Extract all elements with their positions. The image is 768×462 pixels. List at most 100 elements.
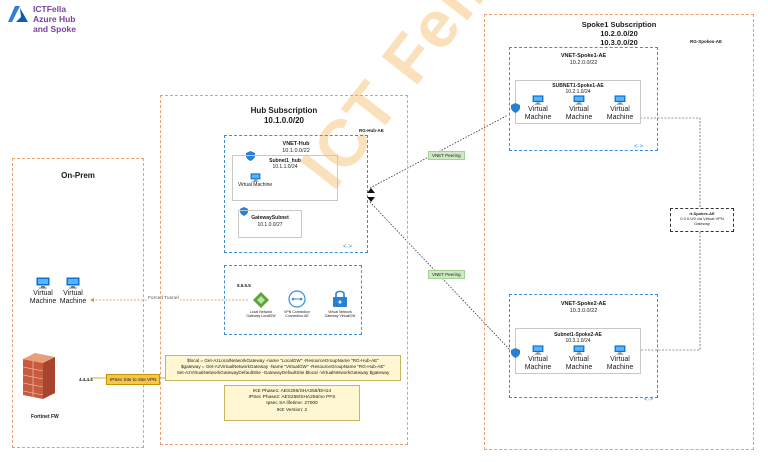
virtual-machine-icon <box>573 95 585 105</box>
spoke1-vm-1[interactable]: Virtual Machine <box>518 95 558 122</box>
spoke1-vm-3-label: Virtual Machine <box>606 106 634 121</box>
route-table-box: rt-Spokes-AE 0.0.0.0/0 via Virtual VPN G… <box>670 208 734 232</box>
spoke2-vm-1[interactable]: Virtual Machine <box>518 345 558 372</box>
spoke1-vm-2-label: Virtual Machine <box>565 106 593 121</box>
onprem-public-ip: 4.4.4.4 <box>79 377 93 382</box>
virtual-network-gateway-icon[interactable] <box>333 290 347 307</box>
logo-line-1: ICTFella <box>33 4 67 14</box>
spoke1-vm-2[interactable]: Virtual Machine <box>559 95 599 122</box>
hub-subscription-box: Hub Subscription 10.1.0.0/20 RG-Hub-AE <box>160 95 408 445</box>
ipsec-vpn-label: IPSec Site to Site VPN <box>106 374 161 385</box>
vnet-spoke2-peering-icon: <·> <box>644 397 654 403</box>
vnet-spoke1-title: VNET-Spoke1-AE 10.2.0.0/22 <box>510 53 657 67</box>
ike-line-3: Ipsec SA lifetime: 27000 <box>266 401 318 407</box>
subnet-hub-box: Subnet1_hub 10.1.1.0/24 Virtual Machine <box>232 155 338 201</box>
hub-title-line-1: Hub Subscription <box>250 106 318 115</box>
onprem-title: On-Prem <box>61 171 95 180</box>
vnet-peering-label-2: VNET Peering <box>428 270 465 279</box>
gateway-subnet-box: GatewaySubnet 10.1.0.0/27 <box>238 210 302 238</box>
spoke-rg-label: RG-Spokes-AE <box>690 39 723 44</box>
subnet-spoke1-box: SUBNET1-Spoke1-AE 10.2.1.0/24 Virtual Ma… <box>515 80 641 124</box>
vnet-hub-peering-icon: <·> <box>343 244 353 250</box>
route-table-link-bottom <box>640 232 701 351</box>
virtual-machine-icon <box>66 277 80 289</box>
ike-settings-box: IKE Phase1: AES256/SHA256/DH14 IPSec Pha… <box>224 385 360 421</box>
firewall-label: Fortinet FW <box>31 414 59 420</box>
subnet-hub-name: Subnet1_hub <box>269 158 301 164</box>
ike-line-1: IKE Phase1: AES256/SHA256/DH14 <box>252 389 332 394</box>
logo-line-3: and Spoke <box>33 24 76 34</box>
onprem-vm-1[interactable]: Virtual Machine <box>23 277 63 306</box>
virtual-machine-icon <box>614 95 626 105</box>
powershell-commands-box: $local = Get-AzLocalNetworkGateway -name… <box>165 355 401 381</box>
spoke-title-line-1: Spoke1 Subscription <box>581 20 657 29</box>
gateway-subnet-title: GatewaySubnet 10.1.0.0/27 <box>239 215 301 229</box>
virtual-machine-icon <box>250 173 260 182</box>
vnet-hub-shield-icon <box>246 151 255 161</box>
subnet-hub-cidr: 10.1.1.0/24 <box>272 164 298 170</box>
hub-peering-endpoint-icon <box>367 188 375 202</box>
virtual-machine-icon <box>573 345 585 355</box>
virtual-machine-icon <box>532 95 544 105</box>
virtual-machine-icon <box>614 345 626 355</box>
route-table-name: rt-Spokes-AE <box>689 211 715 216</box>
spoke-title-line-3: 10.3.0.0/20 <box>600 38 638 47</box>
ike-line-2: IPSec Phase2: AES256/SHA256/no PFS <box>248 395 336 401</box>
ps-line-2: $gateway = Get-AzVirtualNetworkGateway -… <box>180 364 386 369</box>
subnet-spoke2-cidr: 10.3.1.0/24 <box>565 338 591 344</box>
onprem-vm-2-label: Virtual Machine <box>59 290 87 305</box>
spoke1-shield-icon <box>511 103 520 113</box>
onprem-vm-1-label: Virtual Machine <box>29 290 57 305</box>
vnet-spoke2-cidr: 10.3.0.0/22 <box>569 308 598 314</box>
vnet-spoke1-name: VNET-Spoke1-AE <box>560 53 607 59</box>
vnet-hub-name: VNET-Hub <box>282 141 310 147</box>
vnet-spoke1-box: VNET-Spoke1-AE 10.2.0.0/22 <·> <box>509 47 658 151</box>
vnet-spoke2-title: VNET-Spoke2-AE 10.3.0.0/22 <box>510 301 657 315</box>
hub-vm[interactable]: Virtual Machine <box>235 173 275 188</box>
gateway-public-ip: 5.5.5.5 <box>237 283 251 288</box>
spoke2-vm-2[interactable]: Virtual Machine <box>559 345 599 372</box>
onprem-vm-2[interactable]: Virtual Machine <box>53 277 93 306</box>
spoke-subscription-box: Spoke1 Subscription 10.2.0.0/20 10.3.0.0… <box>484 14 754 450</box>
peering-line-spoke2 <box>369 201 511 351</box>
local-network-gateway-icon[interactable] <box>253 292 269 308</box>
hub-vm-label: Virtual Machine <box>237 182 273 188</box>
spoke2-vm-2-label: Virtual Machine <box>565 356 593 371</box>
spoke2-vm-3[interactable]: Virtual Machine <box>600 345 640 372</box>
spoke1-vm-3[interactable]: Virtual Machine <box>600 95 640 122</box>
logo-line-2: Azure Hub <box>33 14 76 24</box>
spoke-title: Spoke1 Subscription 10.2.0.0/20 10.3.0.0… <box>485 20 753 47</box>
vpn-connection-icon[interactable] <box>288 290 306 308</box>
virtual-machine-icon <box>532 345 544 355</box>
forced-tunnel-label: Forced Tunnel <box>147 296 180 301</box>
route-table-link-top <box>640 117 701 208</box>
subnet-spoke2-title: Subnet1-Spoke2-AE 10.3.1.0/24 <box>516 332 640 344</box>
hub-title: Hub Subscription 10.1.0.0/20 <box>161 106 407 126</box>
vnet-spoke2-name: VNET-Spoke2-AE <box>560 301 607 307</box>
subnet-spoke2-box: Subnet1-Spoke2-AE 10.3.1.0/24 Virtual Ma… <box>515 328 641 374</box>
ike-line-4: IKE Version: 2 <box>276 407 308 413</box>
gateway-subnet-name: GatewaySubnet <box>251 215 289 221</box>
vnet-spoke1-peering-icon: <·> <box>634 144 644 150</box>
spoke-title-line-2: 10.2.0.0/20 <box>600 29 638 38</box>
firewall-icon[interactable] <box>19 351 55 399</box>
gateway-subnet-shield-icon <box>240 207 248 216</box>
virtual-machine-icon <box>36 277 50 289</box>
azure-logo-icon <box>8 6 28 22</box>
subnet-spoke2-name: Subnet1-Spoke2-AE <box>554 332 602 338</box>
spoke2-shield-icon <box>511 348 520 358</box>
subnet-hub-title: Subnet1_hub 10.1.1.0/24 <box>233 158 337 170</box>
vnet-spoke1-cidr: 10.2.0.0/22 <box>569 60 598 66</box>
spoke1-vm-1-label: Virtual Machine <box>524 106 552 121</box>
route-table-route-2: Gateway <box>694 221 710 226</box>
subnet-spoke1-cidr: 10.2.1.0/24 <box>565 89 591 95</box>
vngw-label: Virtual Network Gateway VirtualGW <box>324 310 356 319</box>
subnet-spoke1-name: SUBNET1-Spoke1-AE <box>552 83 604 89</box>
vnet-hub-box: VNET-Hub 10.1.0.0/22 <·> <box>224 135 368 253</box>
hub-title-line-2: 10.1.0.0/20 <box>263 116 305 125</box>
lngw-label: Local Network Gateway LocalGW <box>246 310 276 319</box>
logo: ICTFella Azure Hub and Spoke <box>6 4 106 42</box>
spoke2-vm-1-label: Virtual Machine <box>524 356 552 371</box>
ps-line-1: $local = Get-AzLocalNetworkGateway -name… <box>187 358 379 363</box>
vnet-hub-title: VNET-Hub 10.1.0.0/22 <box>225 141 367 155</box>
